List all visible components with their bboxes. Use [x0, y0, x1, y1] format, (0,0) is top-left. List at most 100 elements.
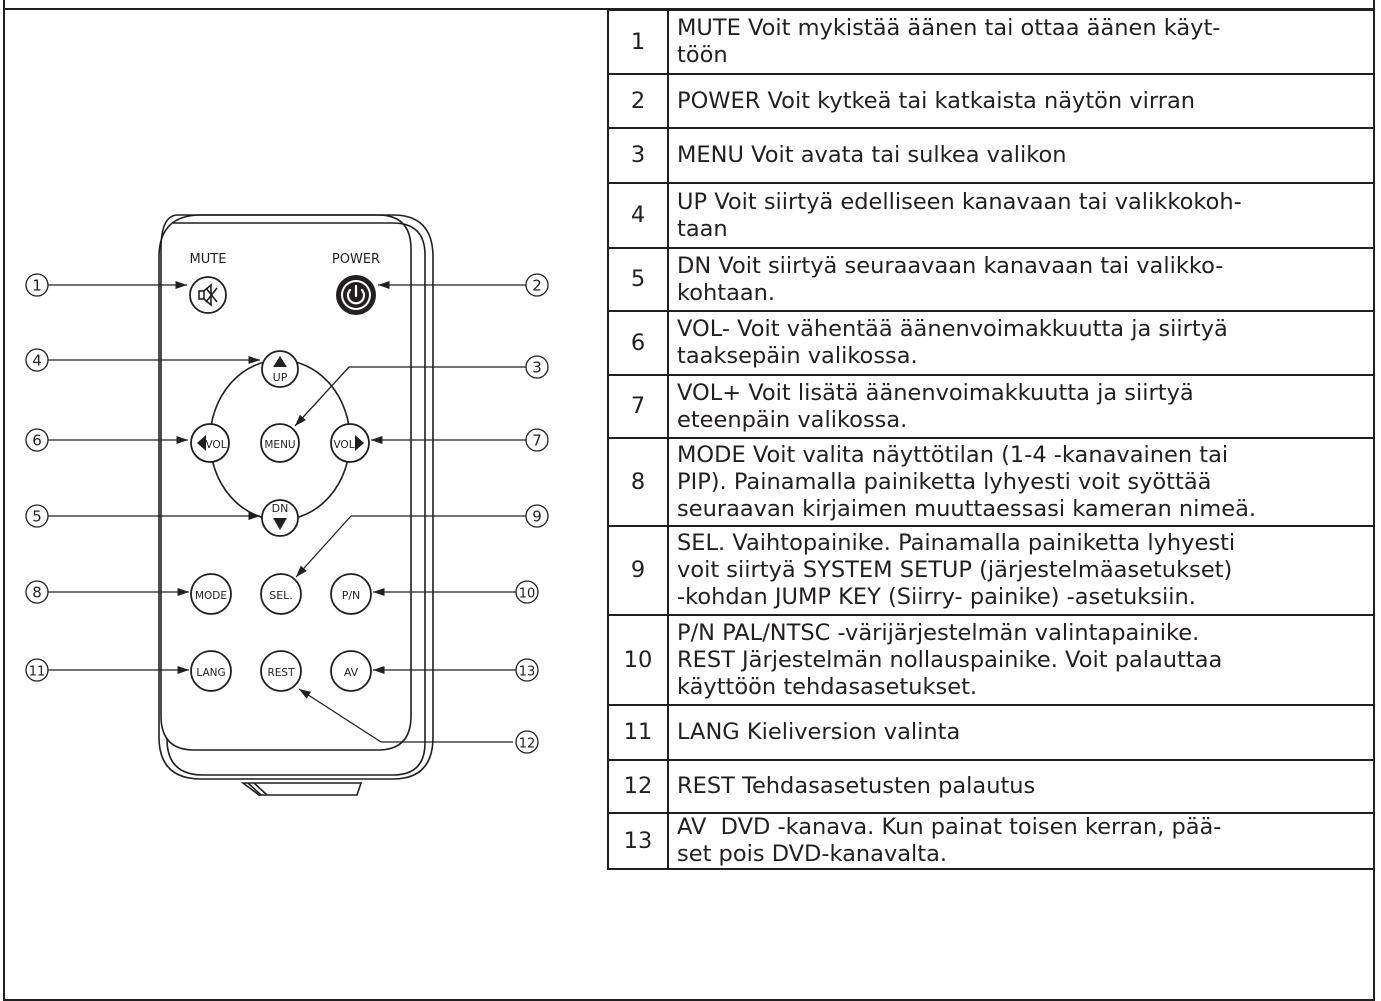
- callout-12: 12: [515, 730, 539, 754]
- dn-button[interactable]: DN: [261, 499, 299, 537]
- av-button[interactable]: AV: [330, 650, 372, 692]
- description-line: MUTE Voit mykistää äänen tai ottaa äänen…: [677, 15, 1221, 41]
- remote-illustration: MUTE POWER UP: [25, 214, 549, 796]
- table-row: 7 VOL+ Voit lisätä äänenvoimakkuutta ja s…: [607, 374, 1375, 439]
- description-line: LANG Kieliversion valinta: [677, 719, 961, 745]
- triangle-down-icon: [273, 518, 287, 530]
- table-row: 1 MUTE Voit mykistää äänen tai ottaa ääne…: [607, 9, 1375, 75]
- rest-label: REST: [267, 667, 295, 679]
- callout-number: 12: [519, 737, 536, 752]
- lang-label: LANG: [196, 667, 225, 679]
- mode-label: MODE: [195, 590, 227, 602]
- callout-1: 1: [25, 273, 49, 297]
- description-line: -kohdan JUMP KEY (Siirry- painike) -aset…: [677, 584, 1196, 610]
- row-description: AV DVD -kanava. Kun painat toisen kerran…: [667, 812, 1375, 870]
- triangle-left-icon: [197, 435, 206, 451]
- description-line: SEL. Vaihtopainike. Painamalla painikett…: [677, 530, 1236, 556]
- power-button[interactable]: [336, 275, 376, 315]
- table-row: 12 REST Tehdasasetusten palautus: [607, 759, 1375, 814]
- callout-13: 13: [515, 658, 539, 682]
- pn-label: P/N: [342, 589, 361, 602]
- description-line: kohtaan.: [677, 279, 776, 306]
- row-number: 9: [607, 525, 669, 616]
- table-row: 11 LANG Kieliversion valinta: [607, 704, 1375, 761]
- description-line: taaksepäin valikossa.: [677, 343, 918, 369]
- up-label: UP: [273, 371, 288, 384]
- row-number: 12: [607, 759, 669, 814]
- row-description: UP Voit siirtyä edelliseen kanavaan tai …: [667, 182, 1375, 249]
- mode-button[interactable]: MODE: [190, 573, 232, 615]
- callout-number: 11: [29, 665, 46, 680]
- callout-number: 13: [519, 665, 536, 680]
- triangle-up-icon: [273, 356, 287, 367]
- row-description: MODE Voit valita näyttötilan (1-4 -kanav…: [667, 437, 1375, 527]
- callout-4: 4: [25, 348, 49, 372]
- table-row: 9 SEL. Vaihtopainike. Painamalla painiket…: [607, 525, 1375, 616]
- row-description: DN Voit siirtyä seuraavaan kanavaan tai …: [667, 247, 1375, 312]
- row-number: 3: [607, 127, 669, 184]
- description-line: AV DVD -kanava. Kun painat toisen kerran…: [677, 814, 1222, 840]
- vol-minus-label: VOL: [205, 439, 226, 451]
- callout-3: 3: [525, 355, 549, 379]
- table-row: 5 DN Voit siirtyä seuraavaan kanavaan tai…: [607, 247, 1375, 312]
- table-row: 13 AV DVD -kanava. Kun painat toisen kerr…: [607, 812, 1375, 870]
- description-line: REST Järjestelmän nollauspainike. Voit p…: [677, 646, 1223, 673]
- callout-9: 9: [525, 504, 549, 528]
- callout-number: 6: [32, 432, 42, 450]
- vol-minus-button[interactable]: VOL: [190, 423, 230, 463]
- description-line: VOL+ Voit lisätä äänenvoimakkuutta ja si…: [677, 379, 1194, 406]
- lang-button[interactable]: LANG: [190, 650, 232, 692]
- row-number: 1: [607, 9, 669, 75]
- power-icon: [346, 284, 366, 305]
- key-table-body: 1 MUTE Voit mykistää äänen tai ottaa ääne…: [607, 9, 1375, 870]
- row-number: 2: [607, 73, 669, 129]
- callout-number: 3: [532, 359, 542, 377]
- menu-label: MENU: [264, 439, 295, 451]
- description-line: POWER Voit kytkeä tai katkaista näytön v…: [677, 87, 1196, 114]
- row-description: LANG Kieliversion valinta: [667, 704, 1375, 761]
- description-line: voit siirtyä SYSTEM SETUP (järjestelmäas…: [677, 557, 1233, 583]
- callout-number: 4: [32, 352, 42, 370]
- callout-7: 7: [525, 428, 549, 452]
- row-number: 7: [607, 374, 669, 439]
- description-line: VOL- Voit vähentää äänenvoimakkuutta ja …: [677, 316, 1228, 342]
- sel-label: SEL.: [269, 589, 293, 602]
- row-number: 8: [607, 437, 669, 527]
- row-number: 11: [607, 704, 669, 761]
- triangle-right-icon: [355, 435, 364, 451]
- row-description: REST Tehdasasetusten palautus: [667, 759, 1375, 814]
- row-description: P/N PAL/NTSC -värijärjestelmän valintapa…: [667, 614, 1375, 706]
- row-description: SEL. Vaihtopainike. Painamalla painikett…: [667, 525, 1375, 616]
- description-line: REST Tehdasasetusten palautus: [677, 773, 1036, 799]
- pn-button[interactable]: P/N: [330, 573, 372, 615]
- row-description: MENU Voit avata tai sulkea valikon: [667, 127, 1375, 184]
- row-number: 13: [607, 812, 669, 870]
- rest-button[interactable]: REST: [260, 650, 302, 692]
- description-line: taan: [677, 215, 728, 242]
- menu-button[interactable]: MENU: [260, 423, 300, 463]
- sel-button[interactable]: SEL.: [260, 573, 302, 615]
- callout-number: 10: [519, 587, 536, 602]
- callout-6: 6: [25, 428, 49, 452]
- description-line: DN Voit siirtyä seuraavaan kanavaan tai …: [677, 252, 1224, 279]
- vol-plus-button[interactable]: VOL: [330, 423, 370, 463]
- row-description: POWER Voit kytkeä tai katkaista näytön v…: [667, 73, 1375, 129]
- up-button[interactable]: UP: [261, 350, 299, 388]
- callout-number: 1: [32, 277, 42, 295]
- description-line: MODE Voit valita näyttötilan (1-4 -kanav…: [677, 441, 1229, 468]
- row-description: VOL+ Voit lisätä äänenvoimakkuutta ja si…: [667, 374, 1375, 439]
- remote-diagram: MUTE POWER UP: [3, 9, 610, 996]
- vol-plus-label: VOL: [333, 439, 354, 451]
- description-line: UP Voit siirtyä edelliseen kanavaan tai …: [677, 188, 1242, 215]
- mute-button[interactable]: [189, 276, 227, 314]
- button-key-table: 1 MUTE Voit mykistää äänen tai ottaa ääne…: [607, 9, 1375, 870]
- description-line: eteenpäin valikossa.: [677, 406, 908, 433]
- callout-11: 11: [25, 658, 49, 682]
- callout-number: 7: [532, 432, 542, 450]
- row-number: 5: [607, 247, 669, 312]
- table-row: 2 POWER Voit kytkeä tai katkaista näytön …: [607, 73, 1375, 129]
